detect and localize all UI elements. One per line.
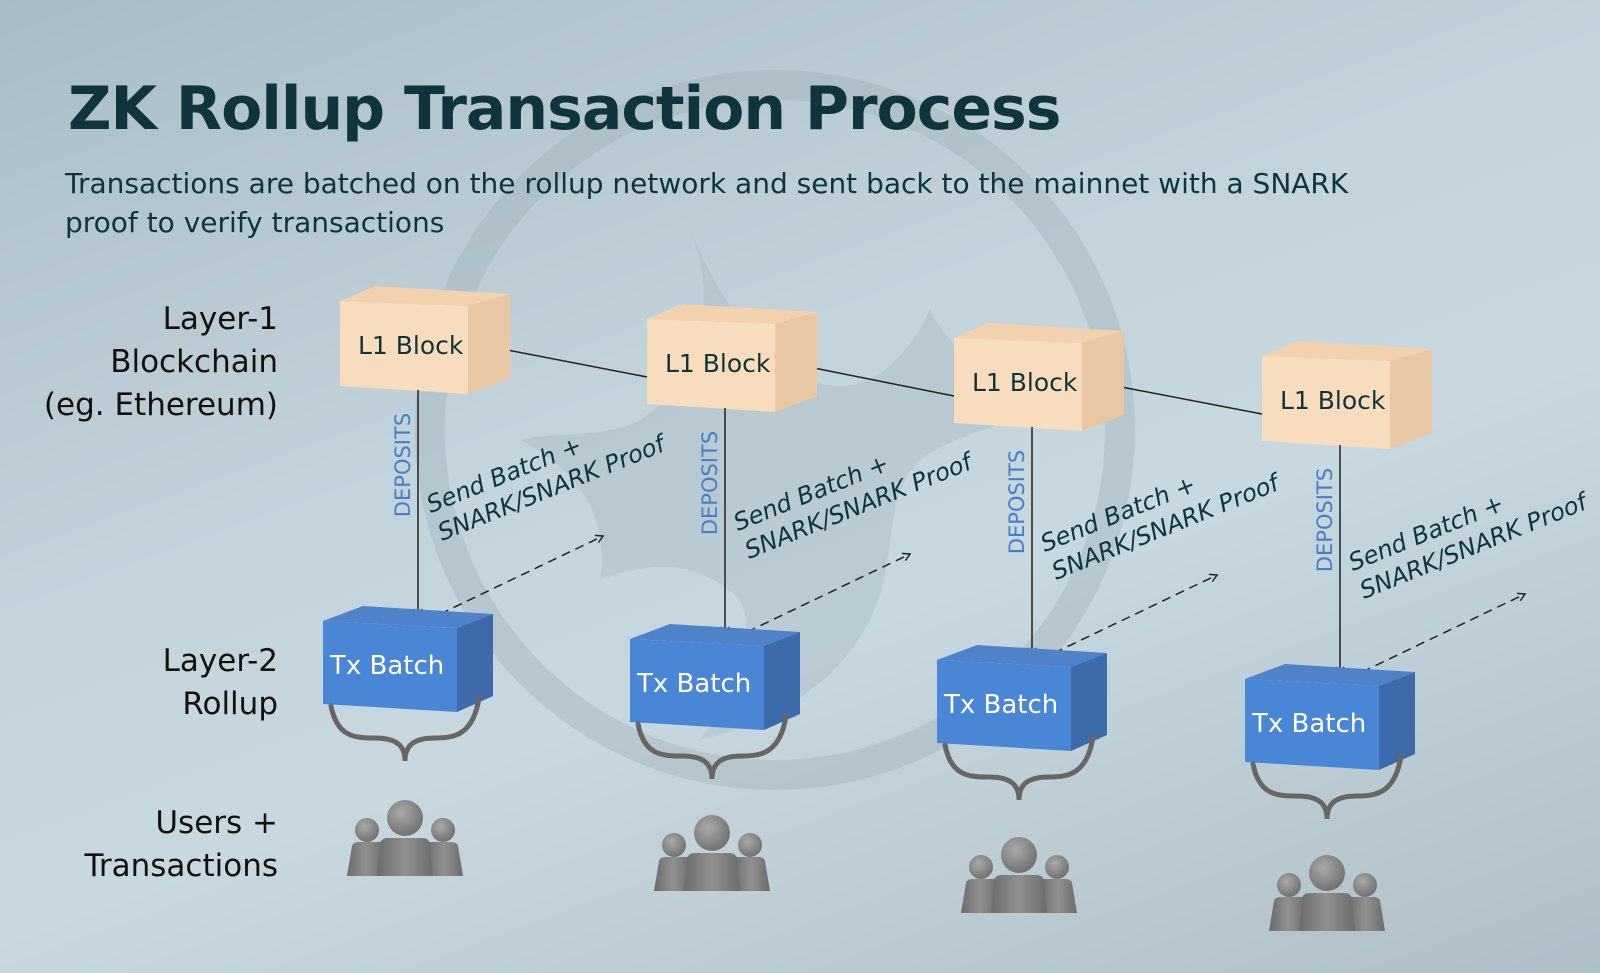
send-batch-label: Send Batch +SNARK/SNARK Proof [1037,468,1286,586]
deposits-label: DEPOSITS [1313,468,1337,572]
row-label-layer2: Layer-2 Rollup [163,640,278,726]
send-batch-arrow [1053,573,1219,654]
users-group-icon [347,800,463,876]
row-label-line: (eg. Ethereum) [43,387,278,423]
send-batch-arrow [439,534,605,615]
tx-batch-label: Tx Batch [329,651,444,681]
l1-block: L1 Block [340,286,510,394]
tx-batch-label: Tx Batch [636,669,751,699]
deposits-label: DEPOSITS [698,431,722,535]
tx-batch-block: Tx Batch [937,645,1107,751]
row-label-line: Layer-1 [162,301,278,337]
send-batch-label: Send Batch +SNARK/SNARK Proof [1345,487,1594,605]
curly-brace [942,734,1096,801]
l1-block-label: L1 Block [665,349,771,378]
row-label-line: Transactions [84,848,279,884]
l1-block-label: L1 Block [358,331,464,360]
chain-link [1110,384,1263,415]
tx-batch-label: Tx Batch [943,690,1058,720]
users-group-icon [961,837,1077,913]
curly-brace [1250,753,1404,820]
l1-block-label: L1 Block [1280,386,1386,415]
deposits-label: DEPOSITS [391,413,415,517]
l1-block: L1 Block [954,323,1124,431]
tx-batch-block: Tx Batch [630,624,800,730]
l1-block: L1 Block [1262,341,1432,449]
row-label-line: Users + [155,805,278,841]
tx-batch-label: Tx Batch [1251,709,1366,739]
curly-brace [635,713,789,780]
send-batch-label: Send Batch +SNARK/SNARK Proof [730,447,979,565]
users-group-icon [1269,855,1385,931]
chain-link [496,347,648,378]
page-title: ZK Rollup Transaction Process [68,74,1061,144]
send-batch-arrow [1361,592,1527,673]
chain-link [803,365,955,397]
l1-block: L1 Block [647,304,817,412]
curly-brace [328,695,482,762]
row-label-line: Rollup [182,686,278,722]
deposits-label: DEPOSITS [1005,450,1029,554]
users-group-icon [654,815,770,891]
l1-block-label: L1 Block [972,368,1078,397]
send-batch-arrow [746,552,912,633]
send-batch-label: Send Batch +SNARK/SNARK Proof [423,429,672,547]
tx-batch-block: Tx Batch [323,606,493,712]
row-label-layer1: Layer-1 Blockchain (eg. Ethereum) [44,298,278,427]
row-label-users: Users + Transactions [85,802,279,888]
page-subtitle: Transactions are batched on the rollup n… [65,167,1349,239]
row-label-line: Layer-2 [162,643,278,679]
tx-batch-block: Tx Batch [1245,664,1415,770]
row-label-line: Blockchain [110,344,278,380]
